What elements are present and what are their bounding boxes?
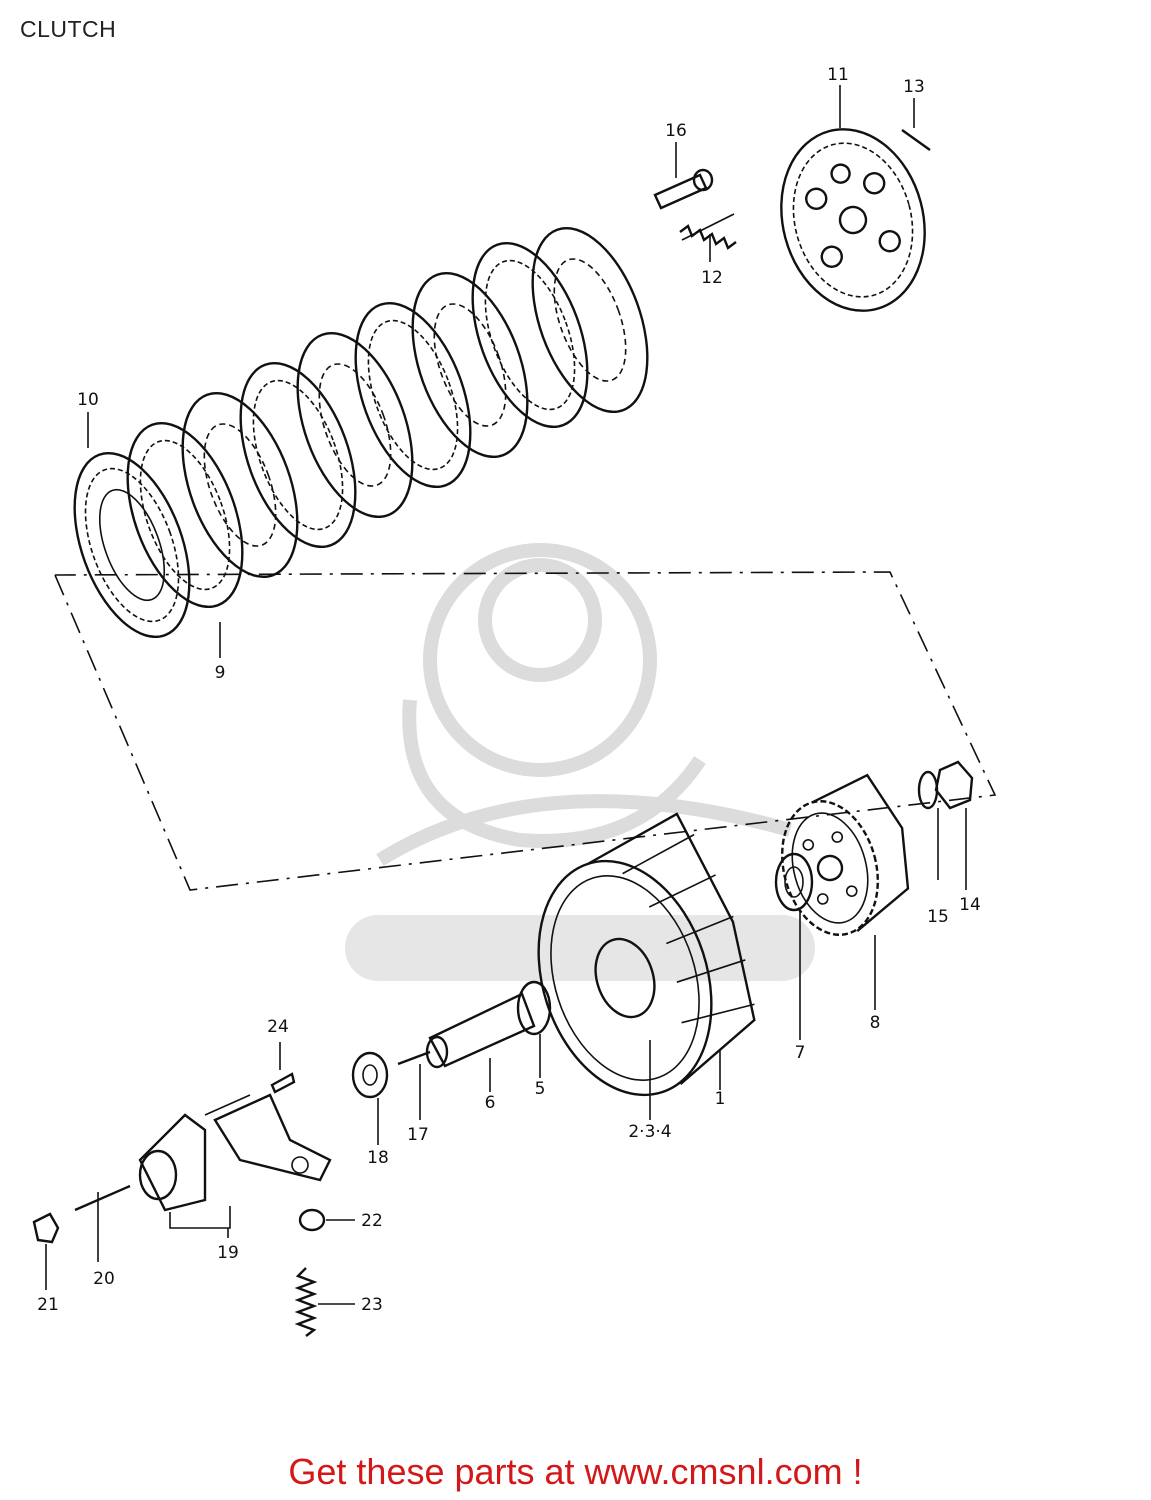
assembly-outline [54, 571, 997, 891]
callout-21: 21 [37, 1295, 59, 1315]
washer-7 [774, 852, 814, 912]
callout-1: 1 [715, 1089, 726, 1109]
callout-6: 6 [485, 1093, 496, 1113]
watermark-logo [345, 543, 815, 981]
callout-20: 20 [93, 1269, 115, 1289]
sleeve-6 [428, 992, 536, 1068]
nut-14 [934, 760, 974, 810]
washer-15 [917, 770, 939, 810]
clutch-plates [73, 226, 649, 639]
pin-20 [74, 1184, 131, 1212]
bolt-16 [653, 168, 714, 210]
callout-13: 13 [903, 77, 925, 97]
callout-2-3-4: 2·3·4 [628, 1122, 671, 1142]
clutch-housing [537, 812, 756, 1097]
callout-23: 23 [361, 1295, 383, 1315]
callout-10: 10 [77, 390, 99, 410]
callout-19: 19 [217, 1243, 239, 1263]
nut-21 [32, 1212, 60, 1244]
leader-lines [45, 85, 967, 1305]
callout-11: 11 [827, 65, 849, 85]
clutch-hub [781, 773, 910, 936]
pressure-plate [780, 128, 926, 312]
callout-15: 15 [927, 907, 949, 927]
washer-18 [351, 1051, 389, 1099]
screw-24 [270, 1072, 296, 1094]
release-mechanism [138, 1093, 332, 1212]
rod-17 [397, 1050, 431, 1066]
callout-5: 5 [535, 1079, 546, 1099]
callout-22: 22 [361, 1211, 383, 1231]
callout-14: 14 [959, 895, 981, 915]
callout-8: 8 [870, 1013, 881, 1033]
callout-24: 24 [267, 1017, 289, 1037]
spring-12 [679, 213, 737, 250]
callout-9: 9 [215, 663, 226, 683]
footer-link[interactable]: Get these parts at www.cmsnl.com ! [288, 1451, 863, 1492]
bushing-22 [298, 1208, 326, 1232]
callout-12: 12 [701, 268, 723, 288]
callout-16: 16 [665, 121, 687, 141]
spring-23 [294, 1267, 318, 1337]
pin-13 [901, 129, 931, 151]
callout-numbers: 1 2·3·4 5 6 7 8 9 10 11 12 13 14 15 16 1… [37, 65, 981, 1315]
callout-18: 18 [367, 1148, 389, 1168]
page-title: CLUTCH [20, 16, 117, 42]
callout-17: 17 [407, 1125, 429, 1145]
collar-5 [516, 980, 552, 1036]
callout-7: 7 [795, 1043, 806, 1063]
